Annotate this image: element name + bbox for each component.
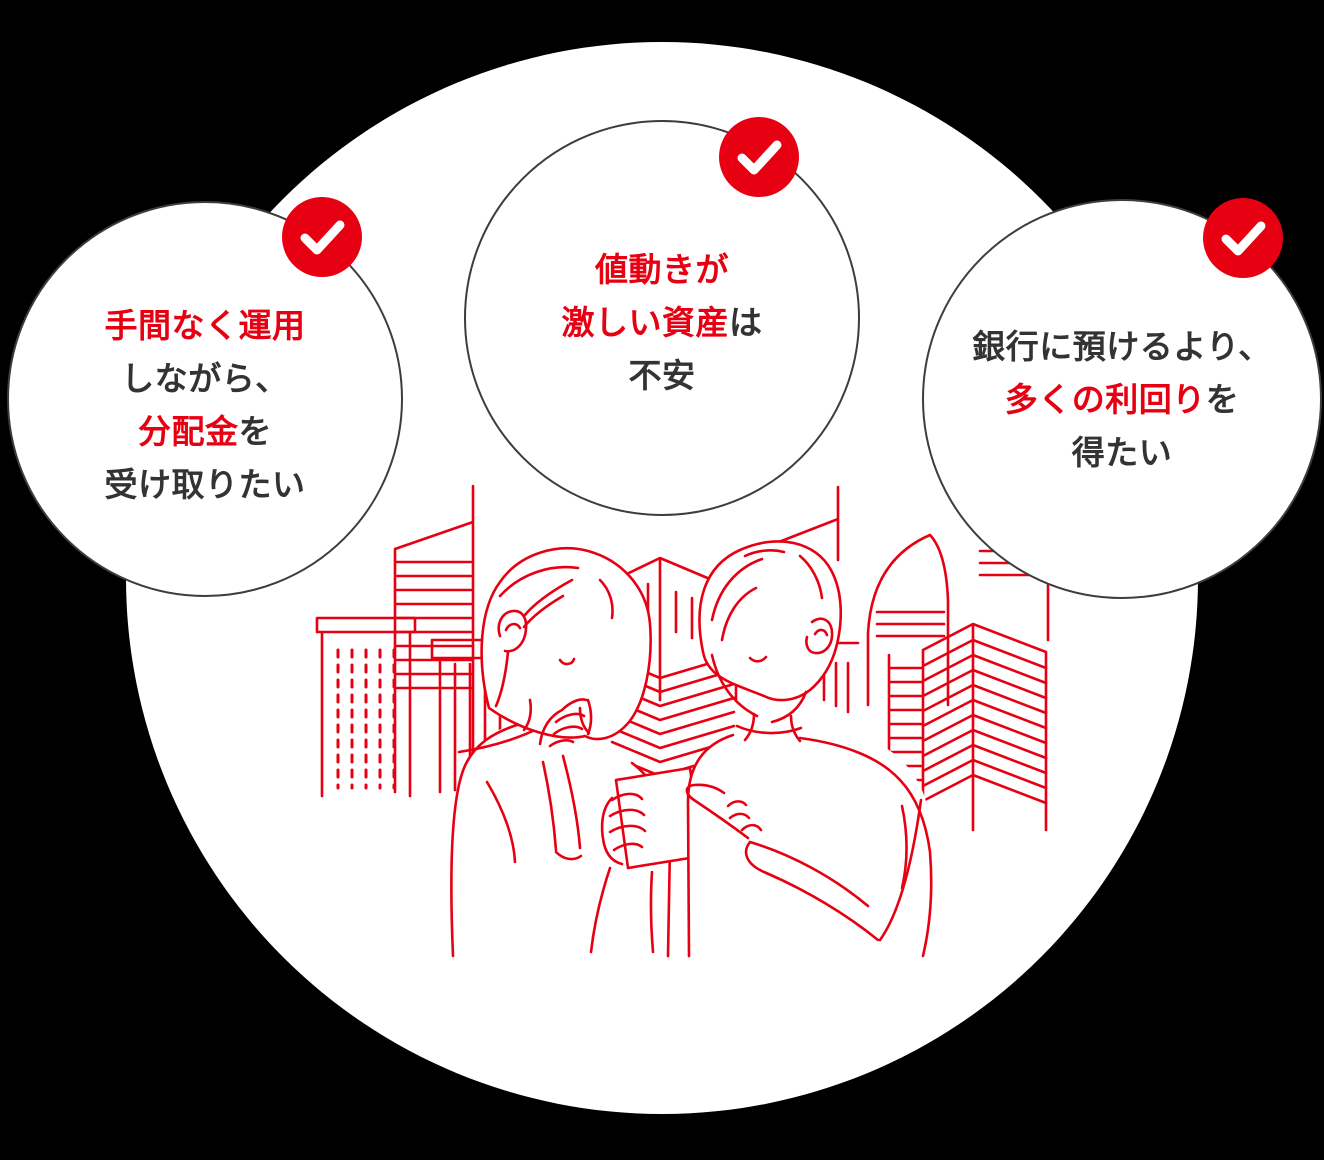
- check-icon: [737, 140, 782, 175]
- text-segment: 受け取りたい: [104, 465, 306, 504]
- check-icon: [1221, 221, 1266, 256]
- bubble-text-line: 手間なく運用: [105, 299, 306, 352]
- text-segment: 得たい: [1071, 432, 1173, 472]
- bubble-text-line: 得たい: [972, 426, 1272, 479]
- text-segment: 分配金: [138, 412, 239, 451]
- bubble-text: 値動きが 激しい資産は 不安: [562, 235, 763, 402]
- text-segment: 多くの利回り: [1004, 379, 1206, 419]
- check-icon: [300, 220, 345, 255]
- text-segment: しながら、: [121, 359, 289, 398]
- checkmark-badge: [1203, 198, 1283, 278]
- bubble-text-line: 分配金を: [105, 405, 306, 458]
- text-segment: を: [238, 412, 272, 451]
- text-segment: は: [729, 302, 763, 342]
- text-segment: 手間なく運用: [104, 306, 306, 345]
- text-segment: 不安: [628, 355, 696, 395]
- bubble-text-line: 銀行に預けるより、: [972, 320, 1272, 373]
- woman-figure: [450, 547, 676, 958]
- text-segment: 値動きが: [595, 249, 729, 289]
- bubble-text-line: 受け取りたい: [105, 458, 306, 511]
- text-segment: を: [1205, 379, 1240, 419]
- checkmark-badge: [719, 117, 799, 197]
- man-figure: [685, 540, 933, 958]
- concern-bubble-center: 値動きが 激しい資産は 不安: [464, 120, 860, 516]
- bubble-text-line: 激しい資産は: [562, 296, 763, 349]
- checkmark-badge: [282, 197, 362, 277]
- bubble-text-line: 値動きが: [562, 243, 763, 296]
- bubble-text: 手間なく運用 しながら、 分配金を 受け取りたい: [105, 287, 306, 511]
- bubble-text-line: 多くの利回りを: [972, 373, 1272, 426]
- bubble-text: 銀行に預けるより、 多くの利回りを 得たい: [972, 320, 1272, 479]
- bubble-text-line: しながら、: [105, 352, 306, 405]
- text-segment: 激しい資産: [561, 302, 729, 342]
- text-segment: 銀行に預けるより、: [972, 326, 1272, 366]
- bubble-text-line: 不安: [562, 349, 763, 402]
